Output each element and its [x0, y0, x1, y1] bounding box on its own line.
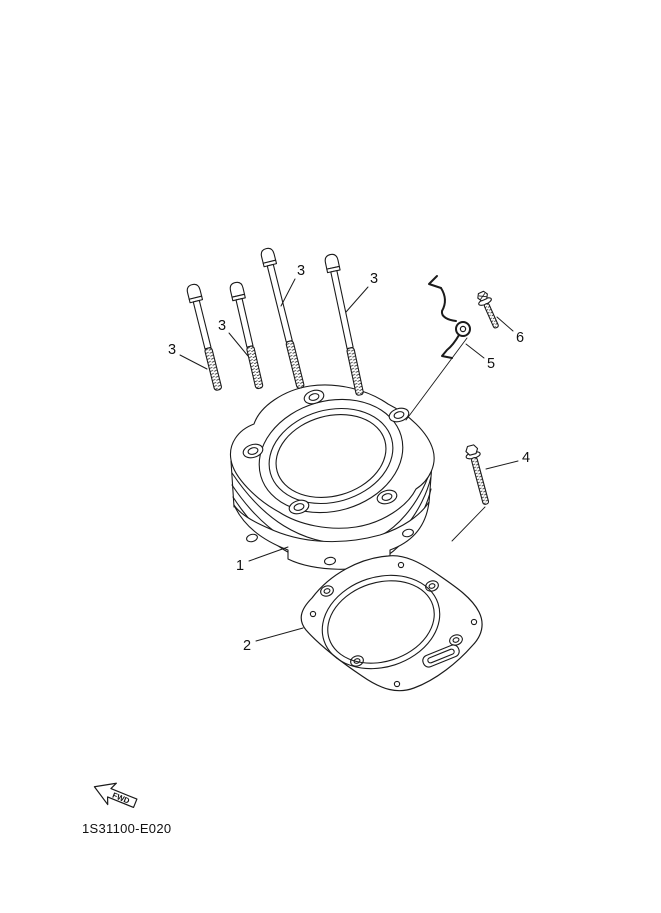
stud-part — [323, 252, 367, 397]
callout-stud-c: 3 — [217, 317, 227, 334]
callout-gasket-2: 2 — [242, 637, 252, 654]
deck-stud-holes — [242, 389, 410, 515]
diagram-code: 1S31100-E020 — [82, 821, 172, 836]
callout-stud-b: 3 — [369, 270, 379, 287]
callout-bolt-4: 4 — [521, 449, 531, 466]
cylinder-bore — [258, 398, 404, 514]
cylinder-left-side — [230, 460, 235, 508]
callout-bolt-6: 6 — [515, 329, 525, 346]
stud-part — [228, 280, 267, 391]
gasket-bolt-holes — [309, 561, 478, 688]
flange-hole — [246, 533, 258, 543]
callout-stud-d: 3 — [167, 341, 177, 358]
callout-bracket-5: 5 — [486, 355, 496, 372]
cylinder-studs — [185, 246, 367, 397]
gasket-slot — [422, 644, 460, 668]
callout-cylinder-1: 1 — [235, 557, 245, 574]
cylinder-part — [229, 384, 435, 570]
bracket-part-5 — [428, 275, 471, 359]
gasket-part — [300, 555, 483, 692]
bolt-part-6 — [477, 290, 499, 329]
bolt-part-4 — [465, 444, 490, 505]
leader-lines — [179, 278, 519, 642]
fwd-arrow: FWD — [93, 782, 138, 809]
flange-hole — [323, 556, 337, 566]
fwd-arrow-shape — [93, 782, 138, 809]
fwd-label: FWD — [111, 791, 131, 806]
gasket-bore — [321, 574, 441, 670]
cylinder-base-flange — [233, 501, 430, 570]
stud-part — [185, 282, 226, 392]
flange-hole — [402, 528, 414, 538]
callout-stud-a: 3 — [296, 262, 306, 279]
